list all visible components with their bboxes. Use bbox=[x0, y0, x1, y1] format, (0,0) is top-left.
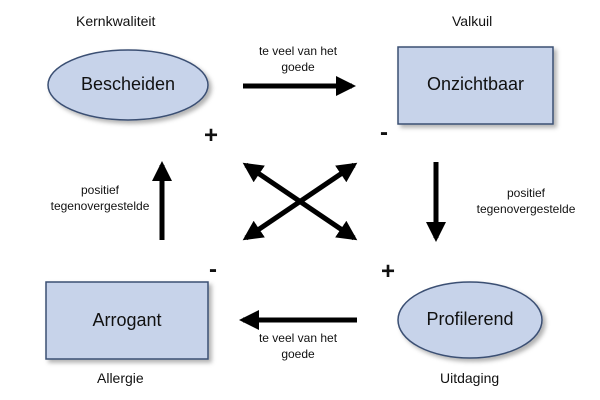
node-arrogant-text: Arrogant bbox=[92, 310, 162, 330]
arrow-top-label: te veel van het goede bbox=[238, 43, 358, 75]
label-kernkwaliteit: Kernkwaliteit bbox=[76, 13, 156, 29]
arrow-top-label-line1: te veel van het bbox=[258, 44, 338, 58]
node-onzichtbaar-shape bbox=[397, 46, 554, 125]
sign-top-left: + bbox=[204, 122, 219, 149]
node-profilerend-text: Profilerend bbox=[426, 309, 514, 329]
label-uitdaging: Uitdaging bbox=[440, 370, 500, 386]
arrow-right-label: positief tegenovergestelde bbox=[466, 185, 586, 217]
node-bescheiden-text: Bescheiden bbox=[80, 74, 176, 94]
arrow-top-label-line2: goede bbox=[281, 60, 315, 74]
node-profilerend-shape bbox=[397, 281, 543, 359]
sign-top-right: - bbox=[380, 119, 388, 146]
arrow-left-label-line1: positief bbox=[80, 183, 120, 197]
node-arrogant-shape bbox=[45, 281, 209, 360]
label-valkuil: Valkuil bbox=[452, 13, 493, 29]
arrow-bottom-label-line2: goede bbox=[281, 347, 315, 361]
arrow-left-label-line2: tegenovergestelde bbox=[50, 199, 150, 213]
arrow-bottom-label: te veel van het goede bbox=[238, 330, 358, 362]
node-bescheiden-shape bbox=[47, 49, 209, 121]
node-onzichtbaar-text: Onzichtbaar bbox=[426, 74, 525, 94]
arrow-right-label-line2: tegenovergestelde bbox=[476, 202, 576, 216]
label-allergie: Allergie bbox=[97, 370, 144, 386]
arrow-right-label-line1: positief bbox=[506, 186, 546, 200]
arrow-diagonal-2 bbox=[242, 162, 358, 241]
sign-bottom-right: + bbox=[381, 258, 396, 285]
arrow-left-label: positief tegenovergestelde bbox=[40, 182, 160, 214]
sign-bottom-left: - bbox=[209, 256, 217, 283]
arrow-bottom-label-line1: te veel van het bbox=[258, 331, 338, 345]
